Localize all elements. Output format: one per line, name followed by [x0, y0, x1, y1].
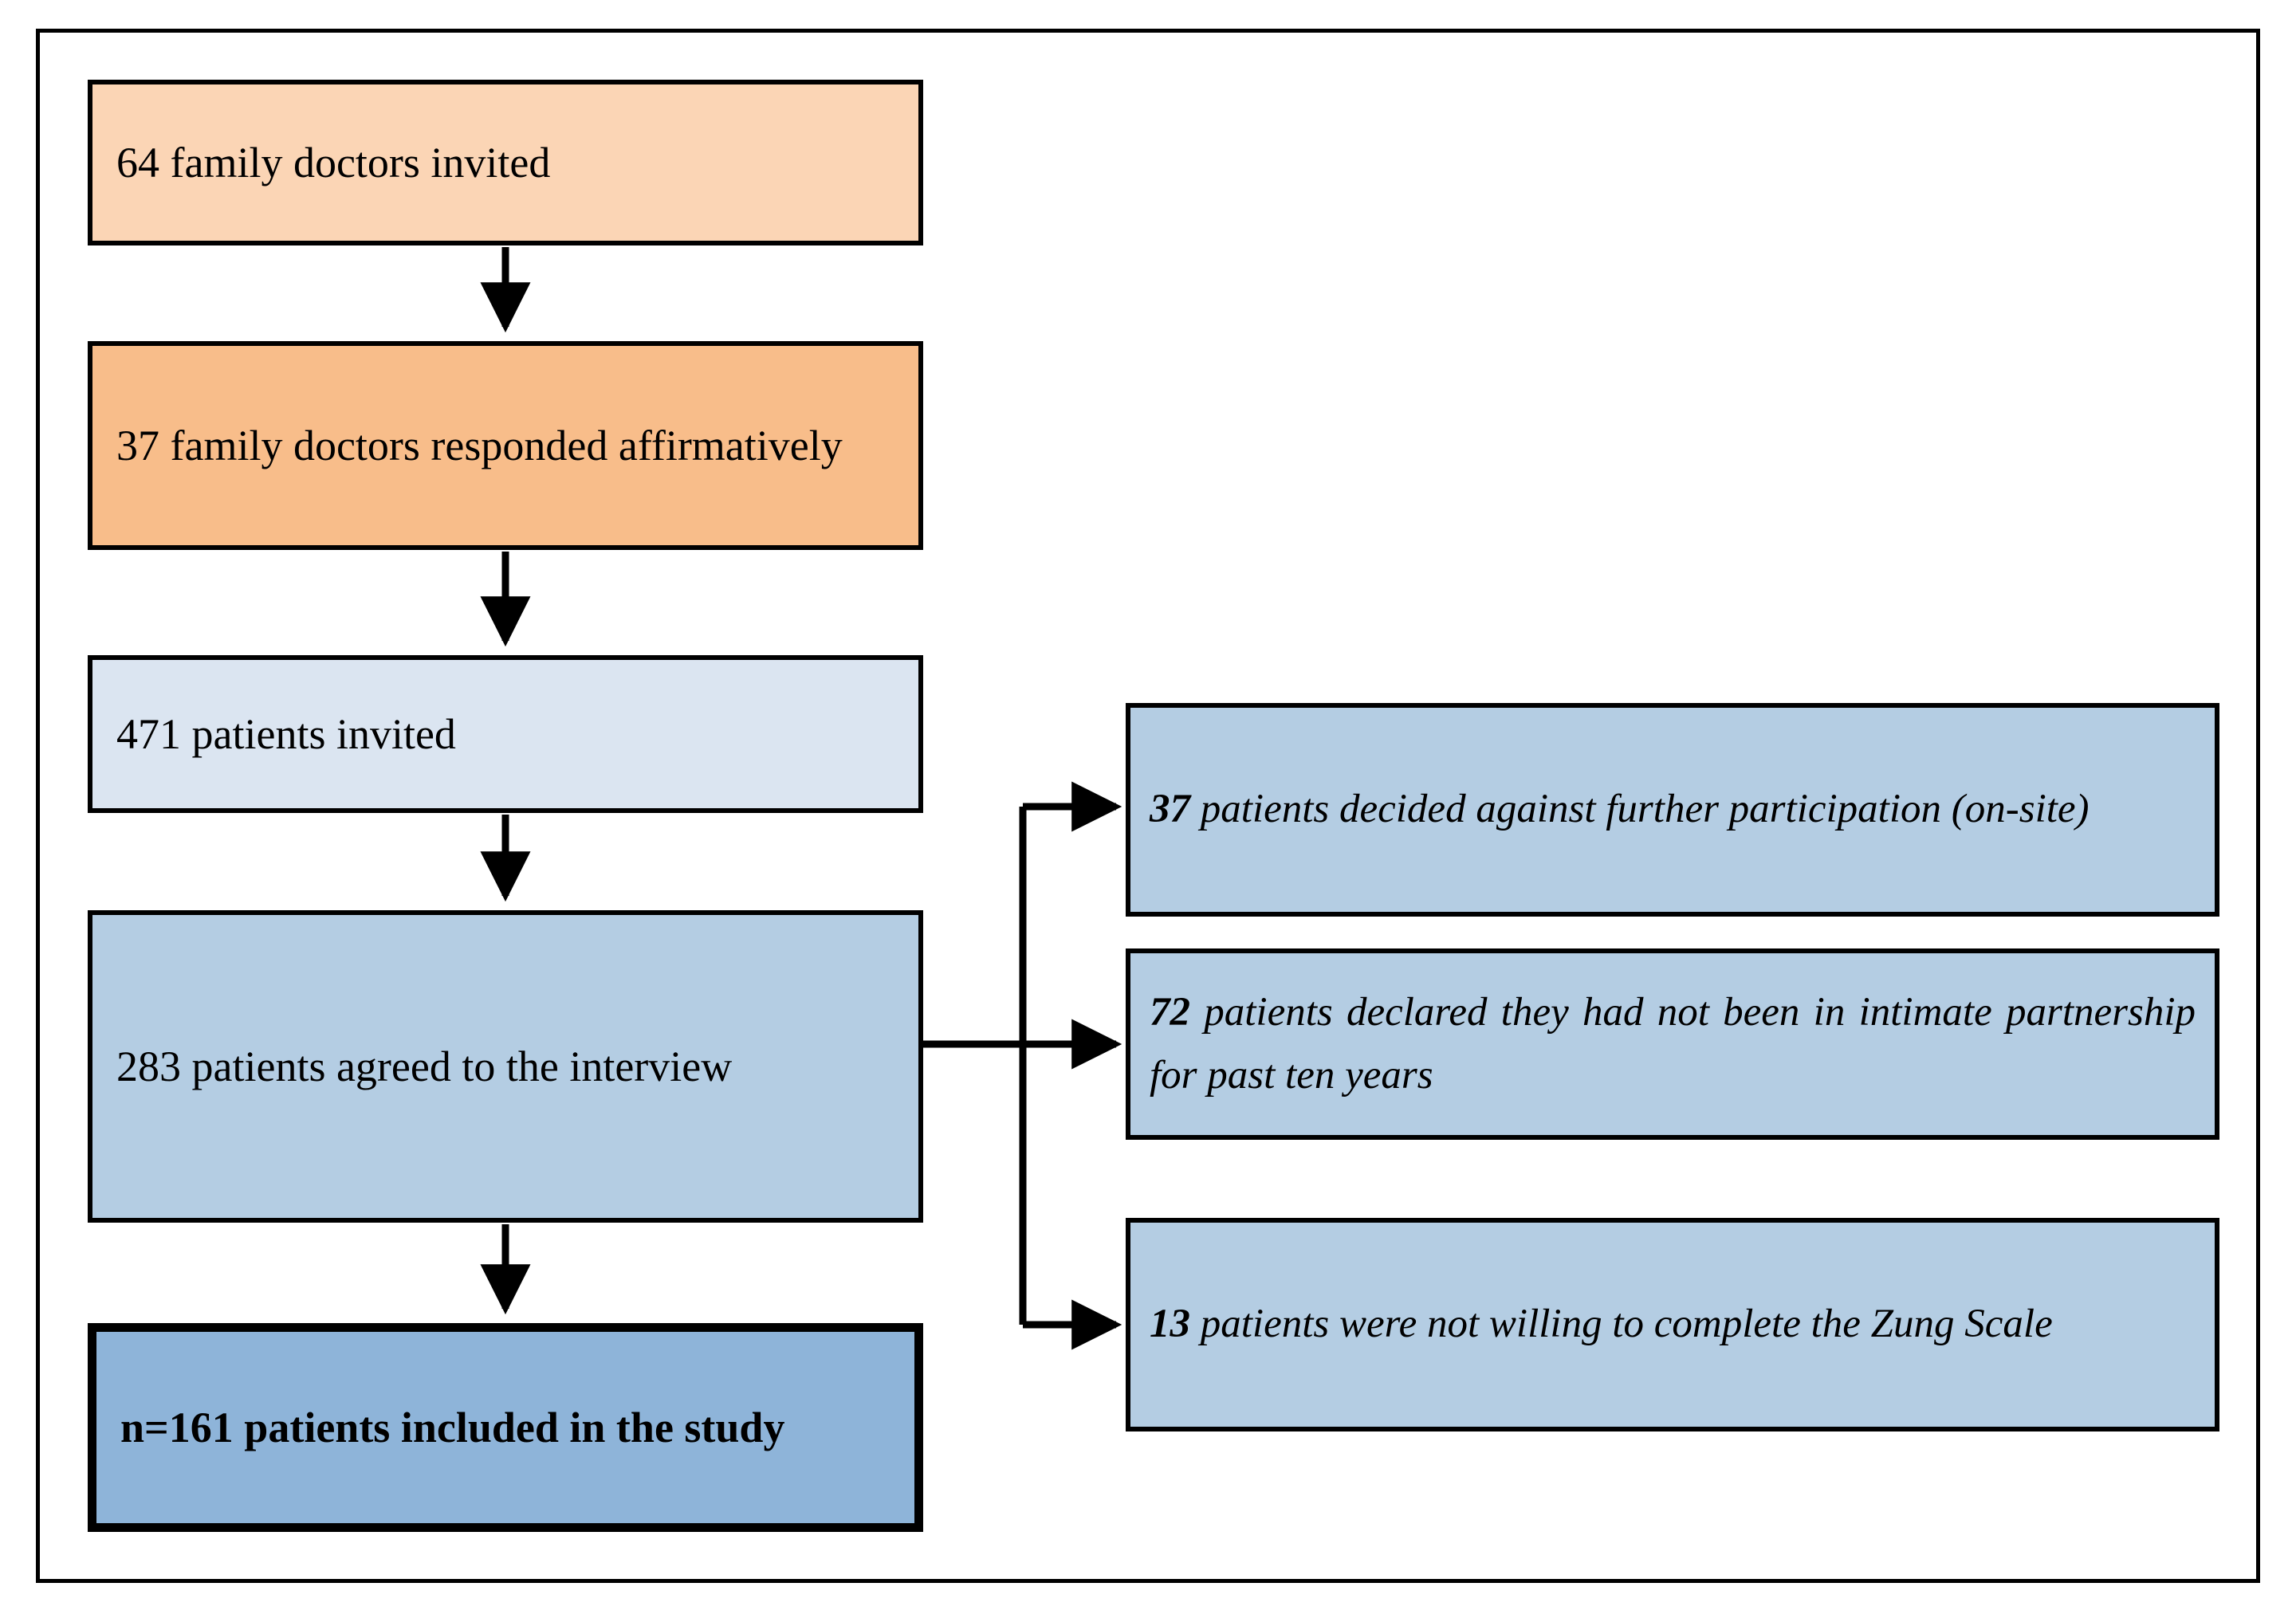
node-doctors-responded-label: 37 family doctors responded affirmativel…	[116, 421, 843, 469]
node-exclusion-zung-label: 13 patients were not willing to complete…	[1130, 1293, 2215, 1356]
node-doctors-responded: 37 family doctors responded affirmativel…	[88, 341, 923, 550]
node-exclusion-no-partner-label: 72 patients declared they had not been i…	[1130, 981, 2215, 1107]
node-patients-agreed: 283 patients agreed to the interview	[88, 910, 923, 1223]
exclusion-no-partner-text: patients declared they had not been in i…	[1150, 989, 2196, 1098]
node-patients-invited: 471 patients invited	[88, 655, 923, 813]
node-exclusion-declined-label: 37 patients decided against further part…	[1130, 778, 2215, 841]
exclusion-no-partner-count: 72	[1150, 989, 1190, 1035]
node-exclusion-declined: 37 patients decided against further part…	[1126, 703, 2219, 917]
exclusion-declined-text: patients decided against further partici…	[1190, 787, 2090, 832]
exclusion-zung-text: patients were not willing to complete th…	[1190, 1302, 2053, 1347]
node-doctors-invited-label: 64 family doctors invited	[116, 138, 551, 187]
node-included-study: n=161 patients included in the study	[88, 1323, 923, 1532]
node-patients-agreed-label: 283 patients agreed to the interview	[116, 1042, 733, 1090]
node-patients-invited-label: 471 patients invited	[116, 709, 456, 758]
exclusion-declined-count: 37	[1150, 787, 1190, 832]
node-exclusion-zung: 13 patients were not willing to complete…	[1126, 1218, 2219, 1431]
exclusion-zung-count: 13	[1150, 1302, 1190, 1347]
node-doctors-invited: 64 family doctors invited	[88, 80, 923, 245]
node-included-study-label: n=161 patients included in the study	[120, 1403, 785, 1451]
node-exclusion-no-partner: 72 patients declared they had not been i…	[1126, 948, 2219, 1140]
